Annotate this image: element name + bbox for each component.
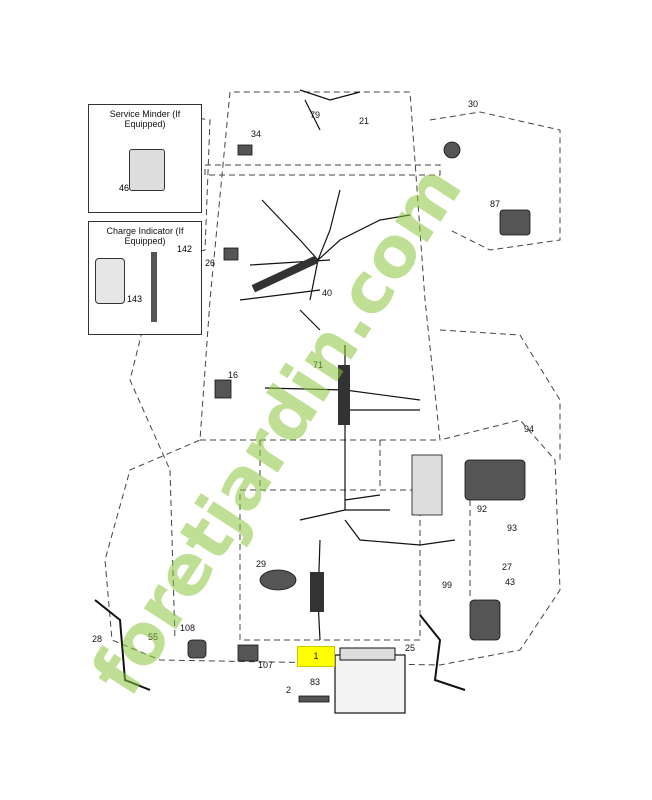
- charge-indicator-inset: Charge Indicator (If Equipped) 142 143: [88, 221, 202, 335]
- part-label-27: 27: [502, 562, 512, 572]
- part-label-99: 99: [442, 580, 452, 590]
- part-label-79: 79: [310, 110, 320, 120]
- part-label-25: 25: [405, 643, 415, 653]
- service-minder-part-label: 46: [119, 183, 130, 193]
- service-minder-title: Service Minder (If Equipped): [109, 109, 181, 129]
- part-label-34: 34: [251, 129, 261, 139]
- part-label-87: 87: [490, 199, 500, 209]
- part-label-83: 83: [310, 677, 320, 687]
- part-label-92: 92: [477, 504, 487, 514]
- chassis-outline: [104, 91, 561, 666]
- charge-indicator-device: [95, 258, 125, 304]
- part-label-93: 93: [507, 523, 517, 533]
- charge-indicator-title: Charge Indicator (If Equipped): [106, 226, 184, 246]
- harness-bundle: [251, 255, 350, 612]
- part-label-40: 40: [322, 288, 332, 298]
- battery: [334, 647, 406, 714]
- charge-indicator-part-a-label: 142: [177, 244, 193, 254]
- part-labels: 30 79 21 34 87 26 40 71 16 94 92 93 29 2…: [92, 99, 534, 695]
- charge-indicator-connector: [151, 252, 157, 322]
- part-label-29: 29: [256, 559, 266, 569]
- service-minder-inset: Service Minder (If Equipped) 46: [88, 104, 202, 213]
- part-label-43: 43: [505, 577, 515, 587]
- component-icons: [94, 141, 531, 703]
- part-label-30: 30: [468, 99, 478, 109]
- part-label-71: 71: [313, 360, 323, 370]
- part-label-26: 26: [205, 258, 215, 268]
- part-label-108: 108: [180, 623, 195, 633]
- charge-indicator-part-b-label: 143: [127, 294, 143, 304]
- wiring-harness: [239, 89, 456, 641]
- part-label-16: 16: [228, 370, 238, 380]
- part-label-94: 94: [524, 424, 534, 434]
- part-label-28: 28: [92, 634, 102, 644]
- part-label-21: 21: [359, 116, 369, 126]
- service-minder-device: [129, 149, 165, 191]
- highlighted-part-battery[interactable]: 1: [297, 646, 335, 667]
- part-label-107: 107: [258, 660, 273, 670]
- part-label-55: 55: [148, 632, 158, 642]
- part-label-2: 2: [286, 685, 291, 695]
